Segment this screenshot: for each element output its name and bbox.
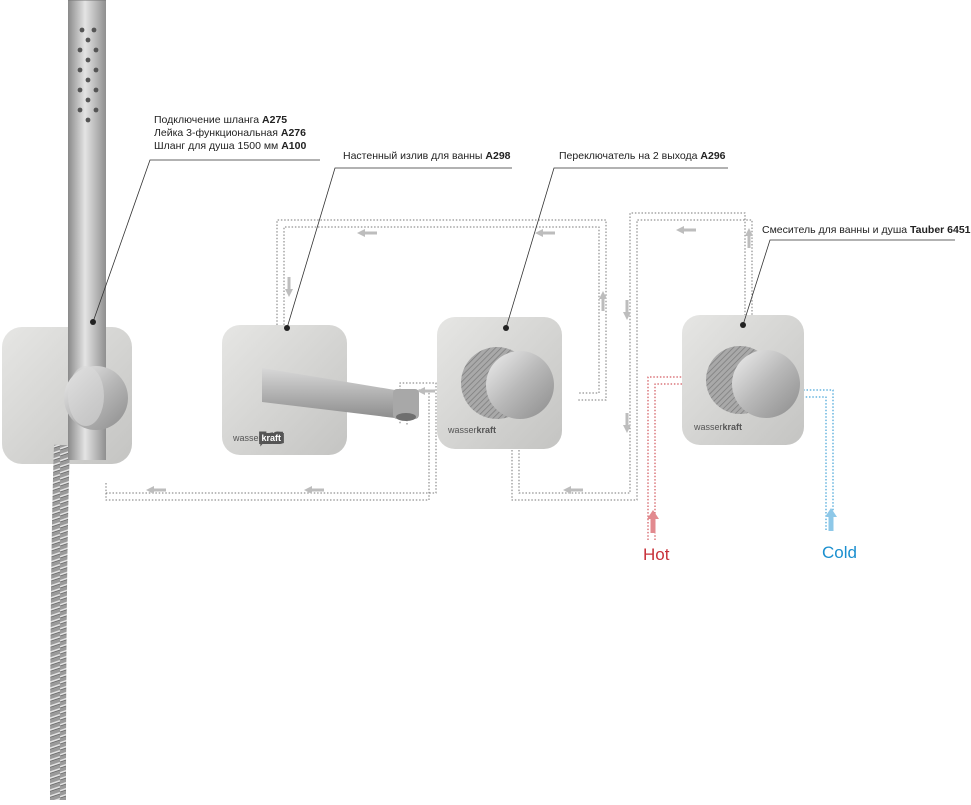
arrow-left-icon bbox=[563, 486, 583, 494]
label-spout: Настенный излив для ванны A298 bbox=[343, 150, 511, 162]
leader-hose bbox=[92, 159, 320, 323]
diverter-knob bbox=[486, 351, 554, 419]
arrow-down-icon bbox=[623, 300, 631, 320]
diverter: wasserkraft bbox=[437, 317, 562, 449]
arrow-down-icon bbox=[623, 413, 631, 433]
hot-inlet-label: Hot bbox=[643, 545, 670, 564]
bath-spout: wasserkraft bbox=[222, 325, 419, 455]
pipe-mixer-to-diverter-inner bbox=[518, 212, 746, 494]
mixer: wasserkraft bbox=[682, 315, 804, 445]
pipe-mixer-to-diverter-outer bbox=[511, 219, 753, 501]
label-hose-row: Подключение шланга A275 bbox=[154, 114, 288, 126]
arrow-up-icon bbox=[599, 291, 607, 311]
brand-logo: wasserkraft bbox=[232, 433, 281, 443]
leader-diverter bbox=[505, 167, 728, 329]
cold-arrow-icon bbox=[825, 508, 837, 531]
arrow-left-icon bbox=[417, 387, 435, 395]
cold-inlet-label: Cold bbox=[822, 543, 857, 562]
brand-logo: wasserkraft bbox=[693, 422, 742, 432]
leader-spout bbox=[286, 167, 512, 329]
arrow-up-icon bbox=[745, 228, 753, 248]
arrow-left-icon bbox=[676, 226, 696, 234]
brand-logo: wasserkraft bbox=[447, 425, 496, 435]
label-diverter: Переключатель на 2 выхода A296 bbox=[559, 150, 726, 162]
shower-hose bbox=[50, 444, 70, 801]
arrow-left-icon bbox=[535, 229, 555, 237]
hot-arrow-icon bbox=[647, 510, 659, 533]
pipe-diverter-to-spout-outer bbox=[276, 219, 607, 401]
hot-supply bbox=[647, 376, 684, 540]
cold-supply bbox=[803, 389, 834, 530]
flow-arrows bbox=[146, 226, 753, 494]
leader-dots bbox=[90, 319, 746, 331]
pipe-diverter-to-spout-inner bbox=[283, 226, 600, 394]
arrow-left-icon bbox=[146, 486, 166, 494]
spout-body bbox=[262, 368, 418, 418]
label-shower-hose-row: Шланг для душа 1500 мм A100 bbox=[154, 140, 307, 152]
arrow-left-icon bbox=[304, 486, 324, 494]
hand-shower-assembly bbox=[2, 0, 132, 801]
mixer-knob bbox=[732, 350, 800, 418]
arrow-left-icon bbox=[357, 229, 377, 237]
leader-lines bbox=[92, 159, 955, 329]
spray-holes-icon bbox=[77, 27, 99, 123]
label-mixer: Смеситель для ванны и душа Tauber 6451 bbox=[762, 224, 971, 236]
label-hose-connection: Подключение шланга A275 Лейка 3-функцион… bbox=[154, 114, 306, 153]
leader-mixer bbox=[742, 239, 955, 326]
label-shower-head-row: Лейка 3-функциональная A276 bbox=[154, 127, 306, 139]
arrow-down-icon bbox=[285, 277, 293, 297]
